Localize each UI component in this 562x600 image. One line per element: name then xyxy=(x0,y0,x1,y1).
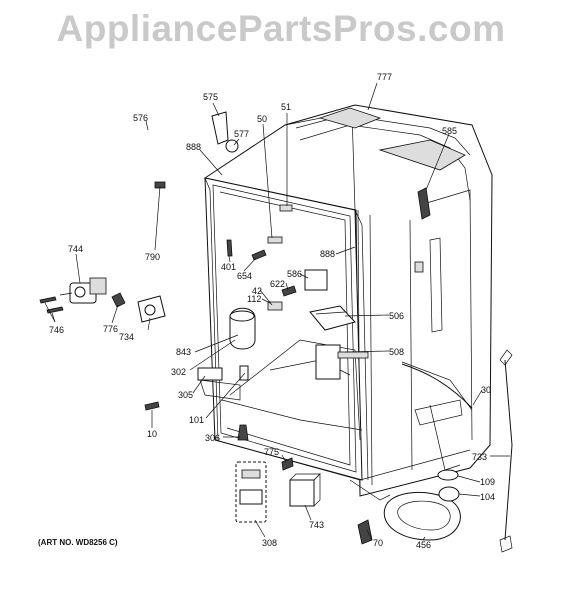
callout-843: 843 xyxy=(176,347,191,357)
callout-70: 70 xyxy=(373,538,383,548)
watermark: AppliancePartsPros.com xyxy=(56,8,506,49)
callout-10: 10 xyxy=(147,429,157,439)
callout-744: 744 xyxy=(68,244,83,254)
callout-308: 308 xyxy=(262,538,277,548)
callout-51: 51 xyxy=(281,102,291,112)
callout-112: 112 xyxy=(247,294,261,304)
callout-101: 101 xyxy=(189,415,204,425)
art-number: (ART NO. WD8256 C) xyxy=(38,538,118,547)
small-fasteners-left xyxy=(39,292,166,411)
callout-50: 50 xyxy=(257,114,267,124)
callout-506: 506 xyxy=(389,311,404,321)
callout-777: 777 xyxy=(377,72,392,82)
callout-888-side: 888 xyxy=(320,249,335,259)
callout-743: 743 xyxy=(309,520,324,530)
callout-306: 306 xyxy=(205,433,220,443)
callout-775: 775 xyxy=(264,447,279,457)
callout-456: 456 xyxy=(416,540,431,550)
callout-734: 734 xyxy=(119,332,134,342)
fill-hose xyxy=(93,126,168,284)
callout-30: 30 xyxy=(481,385,491,395)
callout-577: 577 xyxy=(234,129,249,139)
callout-508: 508 xyxy=(389,347,404,357)
callout-733: 733 xyxy=(472,452,487,462)
callout-109: 109 xyxy=(480,477,495,487)
callout-586: 586 xyxy=(287,269,302,279)
callout-622: 622 xyxy=(270,279,285,289)
callout-746: 746 xyxy=(49,325,64,335)
bottom-components xyxy=(235,349,513,553)
callout-305: 305 xyxy=(178,390,193,400)
callout-104: 104 xyxy=(480,492,495,502)
leader-lines xyxy=(44,82,510,541)
callout-790: 790 xyxy=(145,252,160,262)
tub-assembly xyxy=(199,104,493,501)
callout-776: 776 xyxy=(103,324,118,334)
callout-888-top: 888 xyxy=(186,142,201,152)
upper-brackets xyxy=(211,111,431,220)
callout-575: 575 xyxy=(203,92,218,102)
callout-42: 42 xyxy=(252,286,262,296)
callout-labels: 777 575 51 577 50 585 576 888 888 790 74… xyxy=(49,72,495,550)
callout-302: 302 xyxy=(171,367,186,377)
mid-components xyxy=(197,239,473,411)
inlet-valve xyxy=(59,277,107,304)
callout-585: 585 xyxy=(442,126,457,136)
callout-576: 576 xyxy=(133,113,148,123)
callout-654: 654 xyxy=(237,271,252,281)
callout-401: 401 xyxy=(221,262,236,272)
